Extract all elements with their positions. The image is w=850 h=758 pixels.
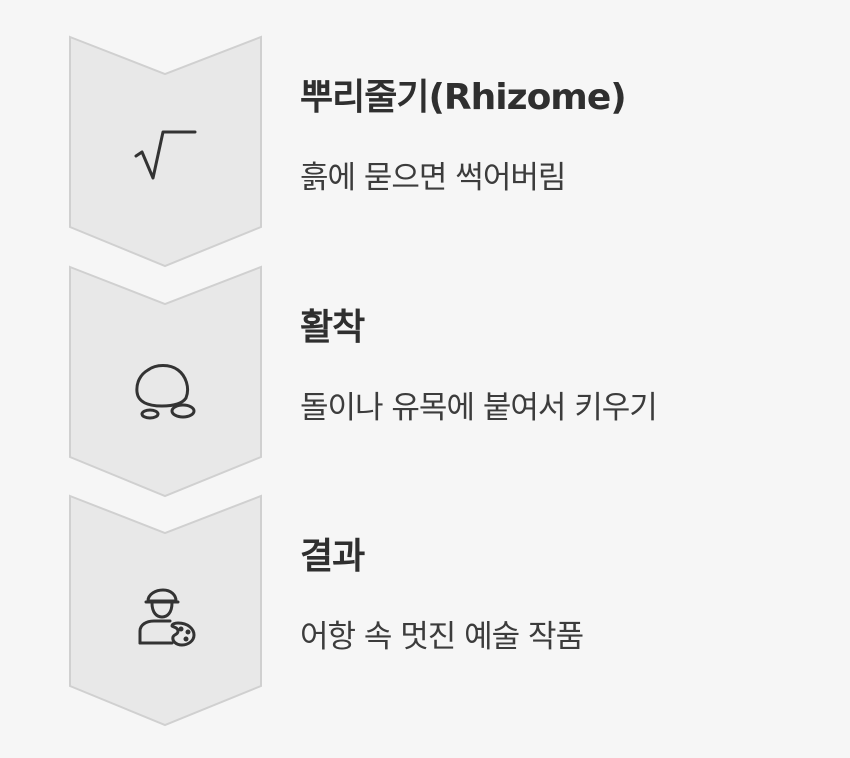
step-title: 결과 xyxy=(300,536,365,577)
rock-icon xyxy=(135,364,196,420)
chevron-step-2 xyxy=(69,265,262,498)
square-root-icon xyxy=(134,130,197,180)
step-description: 어항 속 멋진 예술 작품 xyxy=(300,619,584,655)
step-attachment: 활착 돌이나 유목에 붙여서 키우기 xyxy=(0,266,850,496)
chevron-step-3 xyxy=(69,494,262,727)
step-rhizome: 뿌리줄기(Rhizome) 흙에 묻으면 썩어버림 xyxy=(0,36,850,266)
step-description: 돌이나 유목에 붙여서 키우기 xyxy=(300,390,658,426)
artist-palette-icon xyxy=(138,588,196,647)
step-description: 흙에 묻으면 썩어버림 xyxy=(300,160,566,196)
step-result: 결과 어항 속 멋진 예술 작품 xyxy=(0,495,850,725)
chevron-step-1 xyxy=(69,35,262,268)
step-title: 뿌리줄기(Rhizome) xyxy=(300,77,627,118)
step-title: 활착 xyxy=(300,307,365,348)
